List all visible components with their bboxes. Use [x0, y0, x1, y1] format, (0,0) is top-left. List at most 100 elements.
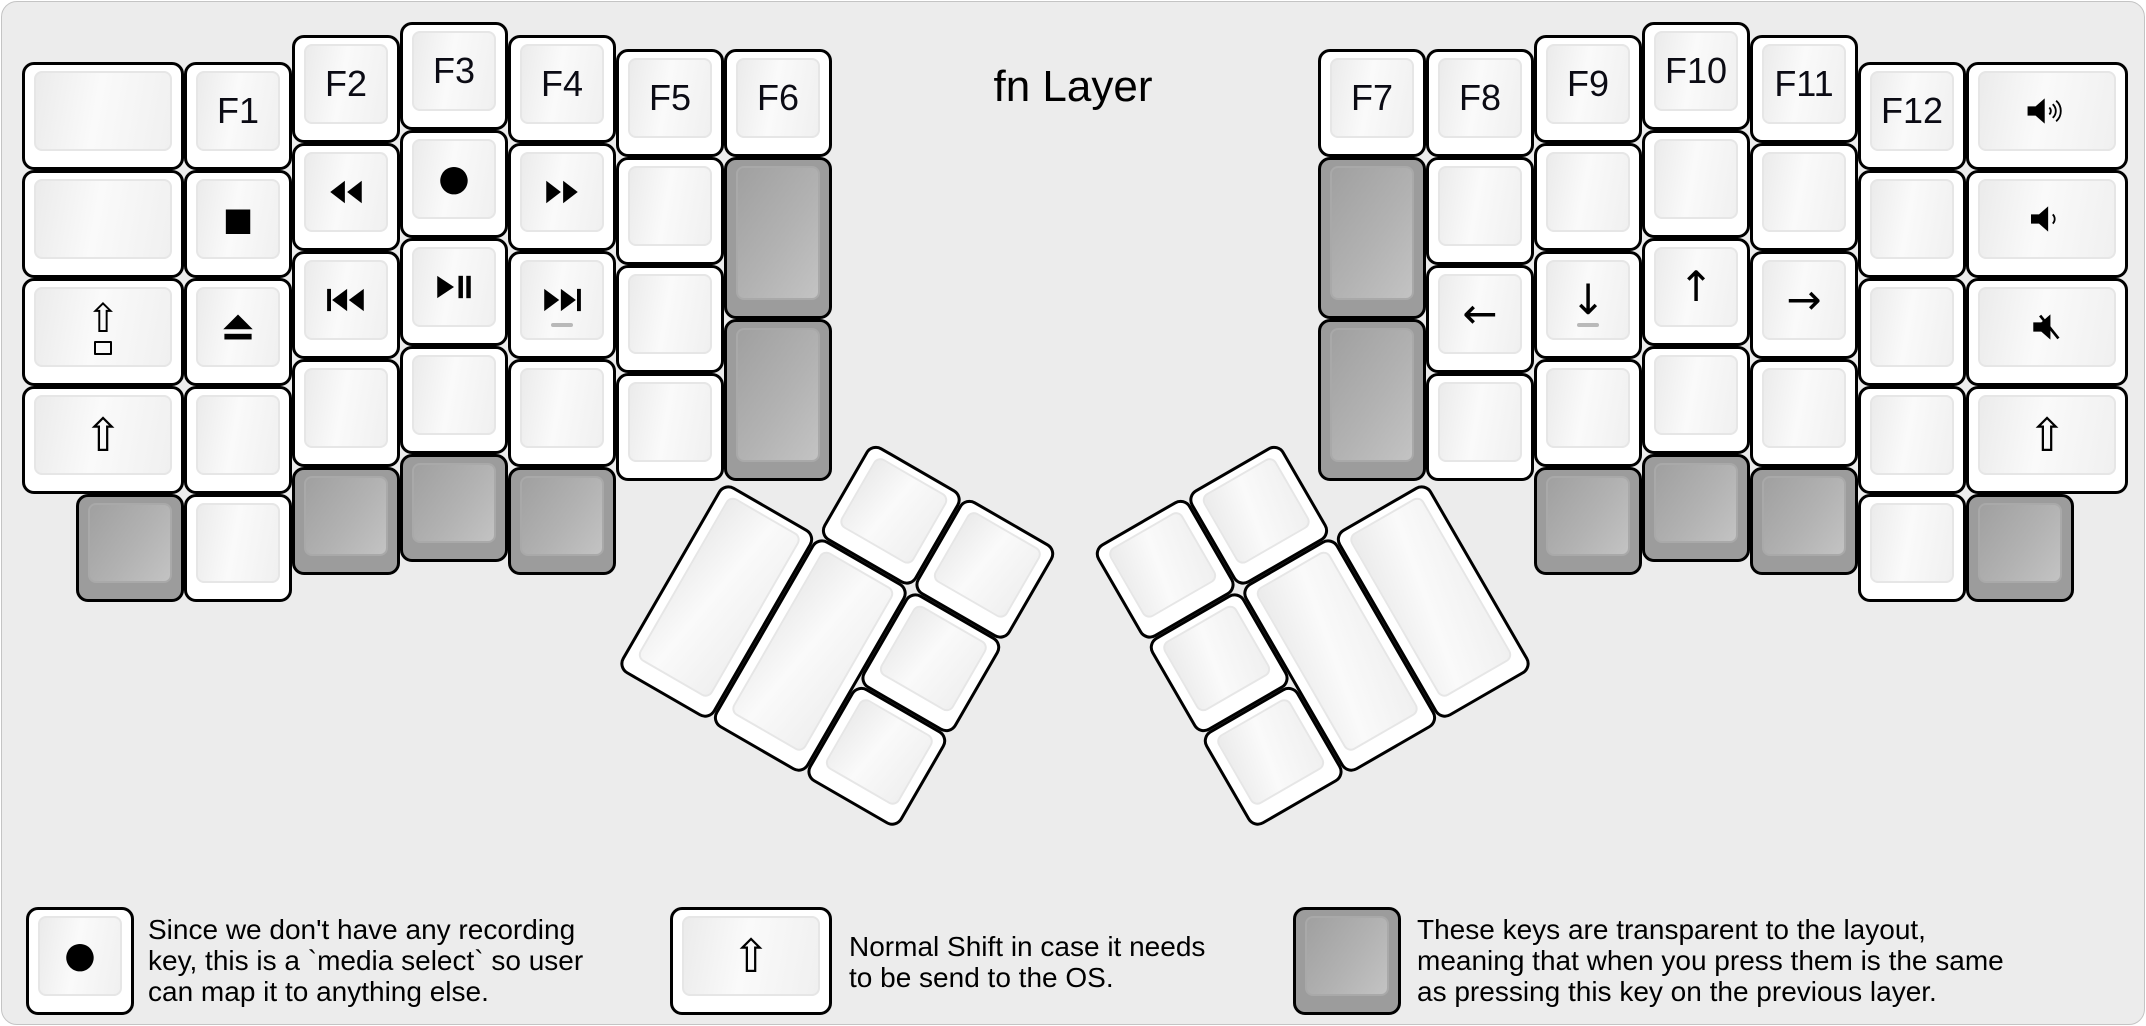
key-next-track[interactable]	[508, 251, 616, 359]
key-blank[interactable]	[1534, 359, 1642, 467]
key-f12[interactable]: F12	[1858, 62, 1966, 170]
key-media-select[interactable]: ●	[400, 130, 508, 238]
key-blank[interactable]	[1858, 386, 1966, 494]
key-rewind[interactable]	[292, 143, 400, 251]
keycap	[1762, 368, 1846, 448]
keycap: F12	[1870, 71, 1954, 151]
keycap: ⇧	[1978, 395, 2116, 475]
key-blank[interactable]	[1858, 494, 1966, 602]
key-blank[interactable]	[1750, 359, 1858, 467]
key-blank[interactable]	[1534, 143, 1642, 251]
key-transparent[interactable]	[724, 157, 832, 319]
key-f3[interactable]: F3	[400, 22, 508, 130]
keycap	[520, 368, 604, 448]
keycap: F9	[1546, 44, 1630, 124]
key-blank[interactable]	[1426, 157, 1534, 265]
keycap	[736, 328, 820, 462]
key-f1[interactable]: F1	[184, 62, 292, 170]
keycap	[1330, 328, 1414, 462]
key-transparent[interactable]	[1642, 454, 1750, 562]
key-transparent[interactable]	[1318, 157, 1426, 319]
key-f5[interactable]: F5	[616, 49, 724, 157]
key-blank[interactable]	[1426, 373, 1534, 481]
key-prev-track[interactable]	[292, 251, 400, 359]
keycap: ⇧	[682, 916, 820, 996]
key-mute[interactable]	[1966, 278, 2128, 386]
keycap	[1870, 395, 1954, 475]
key-arrow-up[interactable]: ↑	[1642, 238, 1750, 346]
key-arrow-left[interactable]: ←	[1426, 265, 1534, 373]
key-transparent[interactable]	[1318, 319, 1426, 481]
keycap	[1546, 476, 1630, 556]
key-blank[interactable]	[616, 265, 724, 373]
key-blank[interactable]	[184, 494, 292, 602]
key-blank[interactable]	[1642, 346, 1750, 454]
keycap	[736, 166, 820, 300]
key-transparent[interactable]	[724, 319, 832, 481]
key-f11[interactable]: F11	[1750, 35, 1858, 143]
key-transparent[interactable]	[1966, 494, 2074, 602]
keycap	[1978, 503, 2062, 583]
key-transparent[interactable]	[1750, 467, 1858, 575]
key-blank[interactable]	[1750, 143, 1858, 251]
key-blank[interactable]	[508, 359, 616, 467]
volume-down-icon	[2024, 203, 2070, 235]
keycap	[520, 476, 604, 556]
key-blank-top-left-2[interactable]	[22, 170, 184, 278]
key-f6[interactable]: F6	[724, 49, 832, 157]
key-shift-right[interactable]: ⇧	[1966, 386, 2128, 494]
key-label: F2	[324, 63, 367, 104]
keycap	[1870, 179, 1954, 259]
keycap	[1330, 166, 1414, 300]
keycap: F1	[196, 71, 280, 151]
keycap	[1870, 287, 1954, 367]
keycap	[1654, 355, 1738, 435]
key-transparent[interactable]	[400, 454, 508, 562]
key-label: F6	[756, 77, 799, 118]
key-shift-left[interactable]: ⇧	[22, 386, 184, 494]
key-volume-down[interactable]	[1966, 170, 2128, 278]
key-transparent[interactable]	[508, 467, 616, 575]
record-icon: ●	[438, 158, 470, 199]
homing-bar	[1577, 323, 1599, 327]
key-label: F3	[432, 50, 475, 91]
key-f10[interactable]: F10	[1642, 22, 1750, 130]
keycap	[304, 368, 388, 448]
keycap	[628, 382, 712, 462]
key-blank[interactable]	[184, 386, 292, 494]
key-play-pause[interactable]	[400, 238, 508, 346]
key-blank[interactable]	[1858, 278, 1966, 386]
key-caps-lock[interactable]: ⇧	[22, 278, 184, 386]
arrow-left-icon: ←	[1462, 289, 1498, 338]
key-f9[interactable]: F9	[1534, 35, 1642, 143]
key-blank[interactable]	[292, 359, 400, 467]
keycap	[1978, 287, 2116, 367]
legend-item-media-select: ●	[26, 907, 134, 1015]
key-f2[interactable]: F2	[292, 35, 400, 143]
key-blank[interactable]	[400, 346, 508, 454]
key-blank[interactable]	[1858, 170, 1966, 278]
key-fast-forward[interactable]	[508, 143, 616, 251]
key-transparent[interactable]	[76, 494, 184, 602]
key-label: F8	[1458, 77, 1501, 118]
key-f7[interactable]: F7	[1318, 49, 1426, 157]
key-transparent[interactable]	[292, 467, 400, 575]
key-blank-top-left-1[interactable]	[22, 62, 184, 170]
arrow-right-icon: →	[1786, 275, 1822, 324]
key-label: F7	[1350, 77, 1393, 118]
keycap	[520, 152, 604, 232]
key-arrow-down[interactable]: ↓	[1534, 251, 1642, 359]
key-blank[interactable]	[616, 157, 724, 265]
key-stop[interactable]: ■	[184, 170, 292, 278]
keycap: ■	[196, 179, 280, 259]
key-f4[interactable]: F4	[508, 35, 616, 143]
key-transparent[interactable]	[1534, 467, 1642, 575]
key-blank[interactable]	[616, 373, 724, 481]
key-blank[interactable]	[1642, 130, 1750, 238]
key-volume-up[interactable]	[1966, 62, 2128, 170]
key-arrow-right[interactable]: →	[1750, 251, 1858, 359]
record-icon: ●	[64, 935, 96, 976]
keycap: F8	[1438, 58, 1522, 138]
key-f8[interactable]: F8	[1426, 49, 1534, 157]
key-eject[interactable]	[184, 278, 292, 386]
